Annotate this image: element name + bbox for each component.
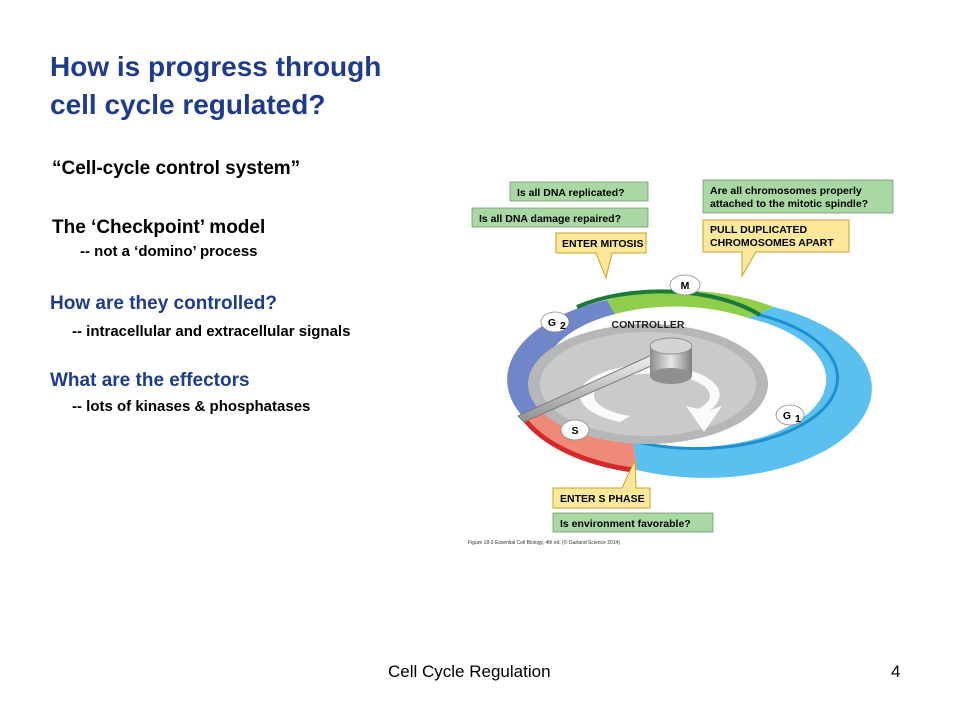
phase-g1-label: G 1 — [775, 404, 805, 426]
subtitle: “Cell-cycle control system” — [52, 158, 301, 179]
m-phase-arc — [607, 290, 774, 318]
cell-cycle-checkpoint-diagram: CONTROLLER M G 2 G 1 S Is all DNA replic… — [468, 179, 894, 546]
figure-caption: Figure 18-3 Essential Cell Biology, 4th … — [468, 539, 620, 546]
svg-text:S: S — [571, 425, 578, 437]
footer-title: Cell Cycle Regulation — [388, 662, 551, 681]
title-line-2: cell cycle regulated? — [50, 89, 326, 120]
slide-title: How is progress through cell cycle regul… — [50, 48, 381, 124]
enter-s-phase-box: ENTER S PHASE — [552, 459, 651, 509]
svg-text:ENTER MITOSIS: ENTER MITOSIS — [562, 238, 643, 250]
title-line-1: How is progress through — [50, 51, 382, 82]
controller-knob-top — [649, 337, 693, 355]
pull-chromosomes-box: PULL DUPLICATED CHROMOSOMES APART — [702, 219, 850, 278]
page-number: 4 — [891, 662, 901, 681]
svg-text:CHROMOSOMES APART: CHROMOSOMES APART — [710, 237, 834, 249]
svg-text:ENTER S PHASE: ENTER S PHASE — [560, 493, 645, 505]
rotation-arrow-icon — [579, 364, 722, 432]
effectors-heading: What are the effectors — [50, 370, 250, 391]
controller-label: CONTROLLER — [612, 319, 685, 331]
svg-text:M: M — [681, 280, 690, 292]
checkpoint-note: -- not a ‘domino’ process — [80, 243, 258, 260]
checkpoint-heading: The ‘Checkpoint’ model — [52, 217, 266, 238]
dna-damage-box: Is all DNA damage repaired? — [471, 207, 649, 228]
phase-m-label: M — [669, 274, 701, 296]
effectors-note: -- lots of kinases & phosphatases — [72, 398, 311, 415]
phase-s-label: S — [560, 419, 590, 441]
controlled-heading: How are they controlled? — [50, 293, 277, 314]
svg-text:Is all DNA replicated?: Is all DNA replicated? — [517, 187, 625, 199]
controlled-note: -- intracellular and extracellular signa… — [72, 323, 351, 340]
chromosomes-attached-box: Are all chromosomes properly attached to… — [702, 179, 894, 214]
controller-knob-base — [650, 368, 692, 384]
g1-phase-arc — [633, 307, 872, 478]
enter-mitosis-box: ENTER MITOSIS — [555, 232, 647, 280]
g1-phase-shadow — [632, 313, 840, 451]
phase-g2-label: G 2 — [540, 311, 570, 333]
svg-text:Are all chromosomes properly: Are all chromosomes properly — [710, 185, 862, 197]
dna-replicated-box: Is all DNA replicated? — [509, 181, 649, 202]
svg-text:1: 1 — [795, 413, 801, 425]
svg-text:2: 2 — [560, 320, 566, 332]
s-phase-edge — [520, 415, 634, 473]
svg-text:G: G — [548, 317, 556, 329]
svg-text:G: G — [783, 410, 791, 422]
environment-favorable-box: Is environment favorable? — [552, 512, 714, 533]
m-phase-shadow — [576, 289, 762, 317]
svg-text:Is all DNA damage repaired?: Is all DNA damage repaired? — [479, 213, 621, 225]
svg-text:Is environment favorable?: Is environment favorable? — [560, 518, 691, 530]
svg-text:PULL DUPLICATED: PULL DUPLICATED — [710, 224, 807, 236]
svg-text:attached to the mitotic spindl: attached to the mitotic spindle? — [710, 198, 868, 210]
